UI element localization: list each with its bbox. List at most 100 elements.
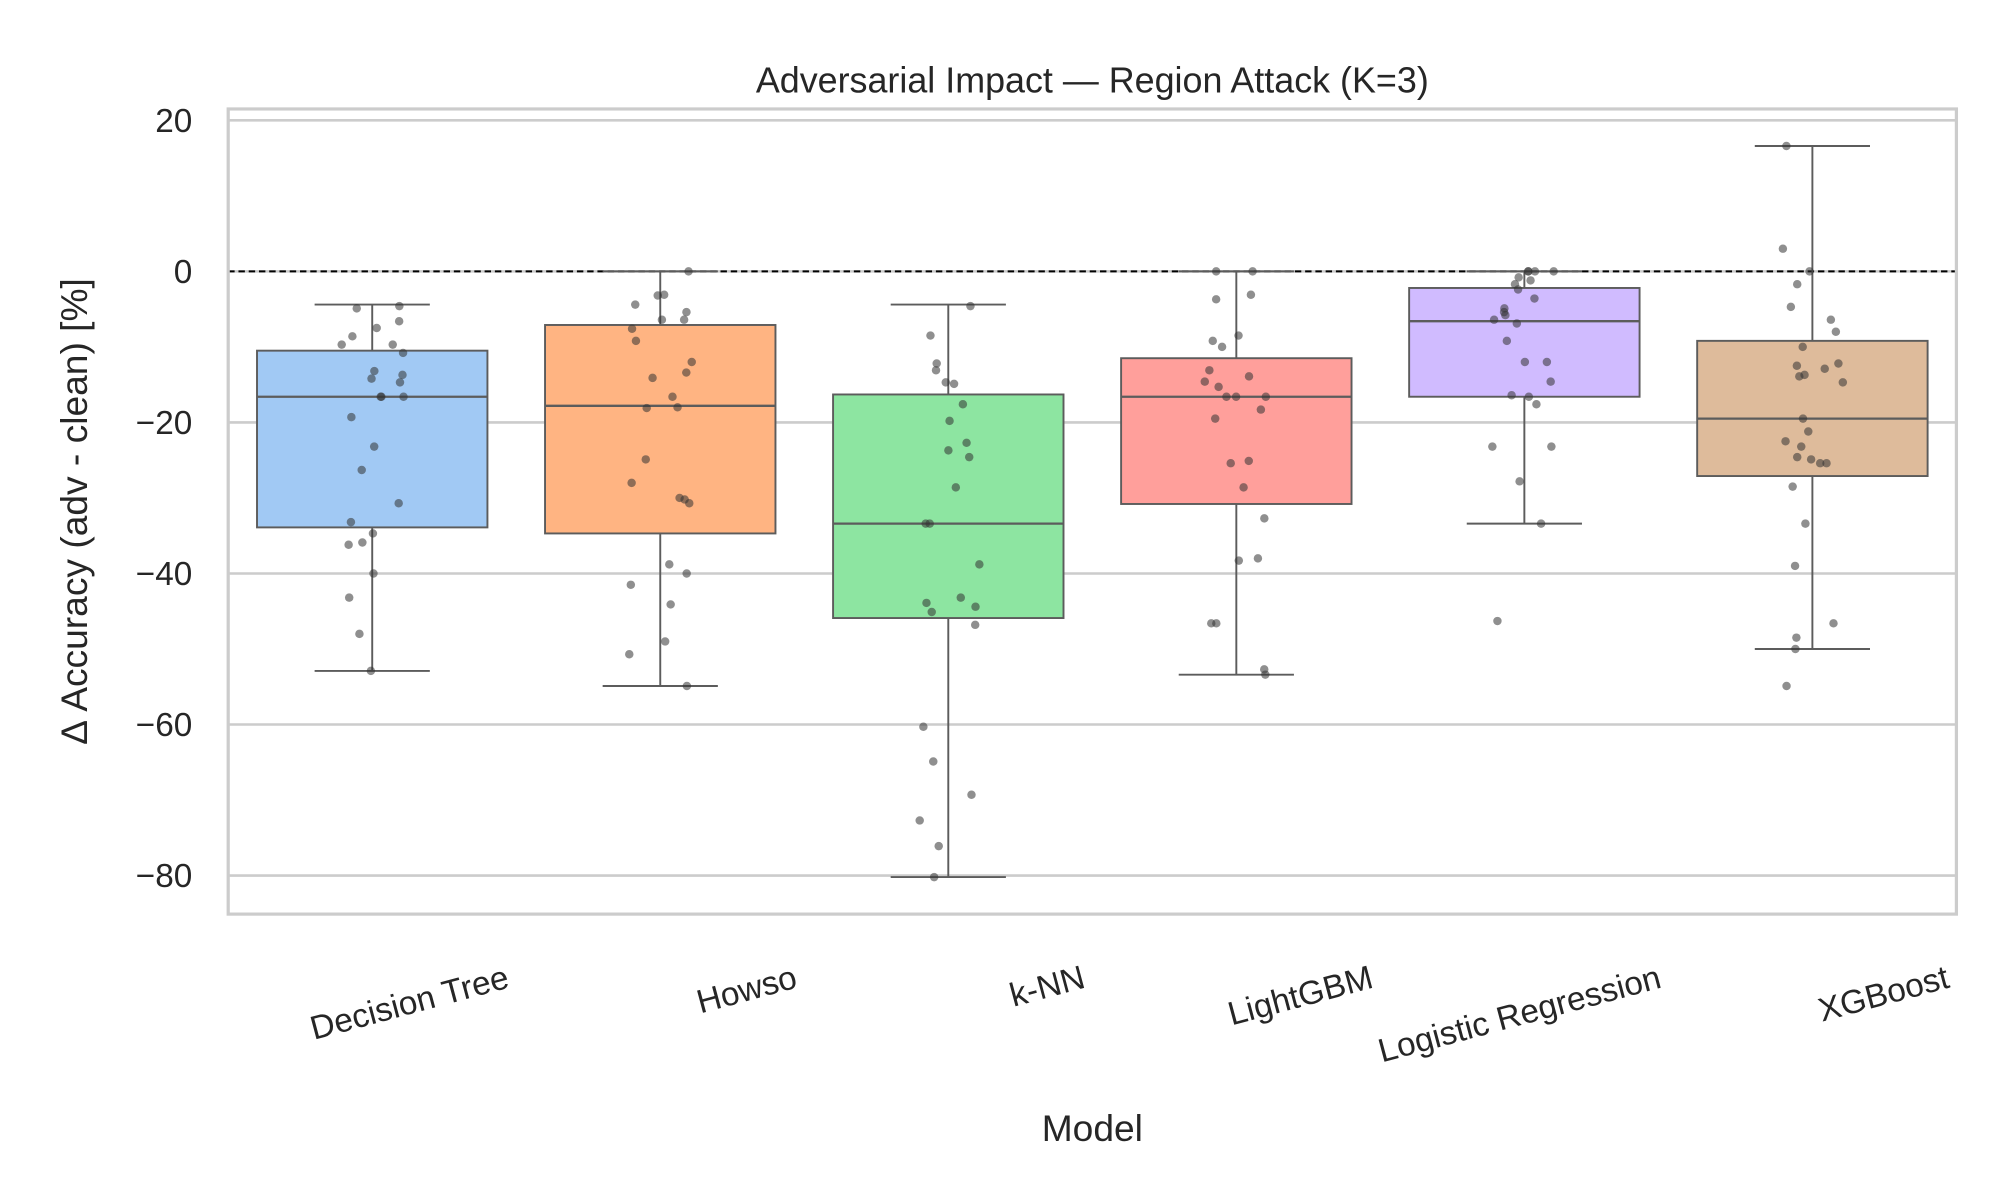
data-point — [682, 307, 691, 317]
data-point — [958, 400, 968, 409]
box-logistic-regression — [1408, 270, 1641, 626]
data-point — [1549, 267, 1558, 276]
data-point — [967, 790, 976, 799]
data-point — [1246, 290, 1256, 300]
y-tick-label: −40 — [136, 556, 193, 593]
outlier-point — [1493, 616, 1502, 626]
data-point — [642, 403, 651, 413]
data-point — [1806, 455, 1816, 464]
data-point — [682, 368, 691, 377]
data-point — [346, 517, 356, 527]
data-point — [951, 483, 961, 492]
boxes — [256, 145, 1929, 879]
y-tick-label: −80 — [136, 858, 193, 895]
data-point — [631, 336, 641, 346]
data-point — [394, 498, 403, 508]
box-iqr — [832, 393, 1065, 619]
data-point — [1797, 442, 1806, 451]
data-point — [653, 291, 662, 300]
data-point — [944, 446, 953, 455]
x-axis-label: Model — [1042, 1107, 1143, 1149]
data-point — [1253, 554, 1263, 563]
data-point — [370, 366, 379, 376]
data-point — [964, 452, 974, 462]
data-point — [926, 331, 935, 340]
data-point — [1200, 377, 1210, 386]
data-point — [1513, 285, 1523, 294]
data-point — [1834, 359, 1843, 368]
data-point — [966, 301, 975, 311]
box-iqr — [1120, 357, 1353, 505]
box-iqr — [544, 324, 777, 535]
data-point — [1805, 267, 1814, 276]
data-point — [970, 620, 980, 630]
data-point — [348, 332, 357, 341]
x-tick-label: Howso — [693, 959, 801, 1021]
data-point — [1501, 310, 1510, 320]
data-point — [684, 267, 693, 276]
data-point — [1231, 392, 1241, 401]
data-point — [925, 519, 934, 528]
data-point — [388, 340, 397, 349]
data-point — [975, 560, 984, 569]
data-point — [1507, 390, 1516, 400]
data-point — [1210, 414, 1220, 423]
data-point — [1234, 556, 1244, 565]
data-point — [1826, 315, 1836, 324]
y-tick-label: −60 — [136, 707, 193, 744]
data-point — [1792, 279, 1802, 289]
data-point — [1514, 273, 1523, 282]
data-point — [398, 348, 408, 358]
data-point — [1815, 458, 1825, 468]
data-point — [627, 478, 636, 488]
data-point — [395, 378, 405, 387]
data-point — [657, 315, 667, 324]
data-point — [1778, 244, 1788, 253]
data-point — [1781, 437, 1790, 446]
data-point — [941, 378, 951, 387]
data-point — [1530, 294, 1539, 303]
data-point — [1234, 331, 1243, 340]
data-point — [1260, 514, 1269, 523]
box-decision-tree — [256, 303, 489, 672]
data-point — [1502, 336, 1512, 346]
data-point — [355, 629, 364, 639]
data-point — [687, 357, 696, 367]
data-point — [915, 816, 924, 825]
data-point — [945, 416, 954, 426]
x-tick-label: XGBoost — [1815, 959, 1954, 1029]
data-point — [366, 666, 376, 676]
data-point — [347, 412, 356, 422]
x-tick-label: Logistic Regression — [1374, 959, 1665, 1070]
data-point — [1782, 141, 1791, 151]
x-tick-label: Decision Tree — [306, 959, 512, 1047]
y-tick-label: 20 — [155, 103, 192, 140]
data-point — [1547, 442, 1556, 451]
data-point — [641, 455, 650, 464]
data-point — [1256, 405, 1266, 414]
data-point — [1244, 456, 1253, 466]
data-point — [1831, 327, 1841, 337]
data-point — [1536, 519, 1546, 528]
data-point — [682, 681, 692, 691]
data-point — [668, 392, 677, 401]
data-point — [372, 323, 381, 333]
data-point — [1261, 670, 1270, 679]
data-point — [394, 316, 404, 326]
data-point — [919, 722, 928, 732]
data-point — [673, 403, 682, 412]
data-point — [932, 359, 941, 368]
data-point — [1798, 342, 1807, 352]
chart-title: Adversarial Impact — Region Attack (K=3) — [756, 60, 1429, 100]
x-tick-label: LightGBM — [1224, 959, 1377, 1033]
data-point — [1248, 267, 1257, 276]
data-point — [357, 465, 366, 475]
data-point — [1782, 681, 1791, 691]
data-point — [1239, 483, 1248, 492]
data-point — [625, 650, 634, 659]
data-point — [1211, 295, 1221, 304]
data-point — [1801, 519, 1810, 528]
data-point — [377, 392, 386, 401]
